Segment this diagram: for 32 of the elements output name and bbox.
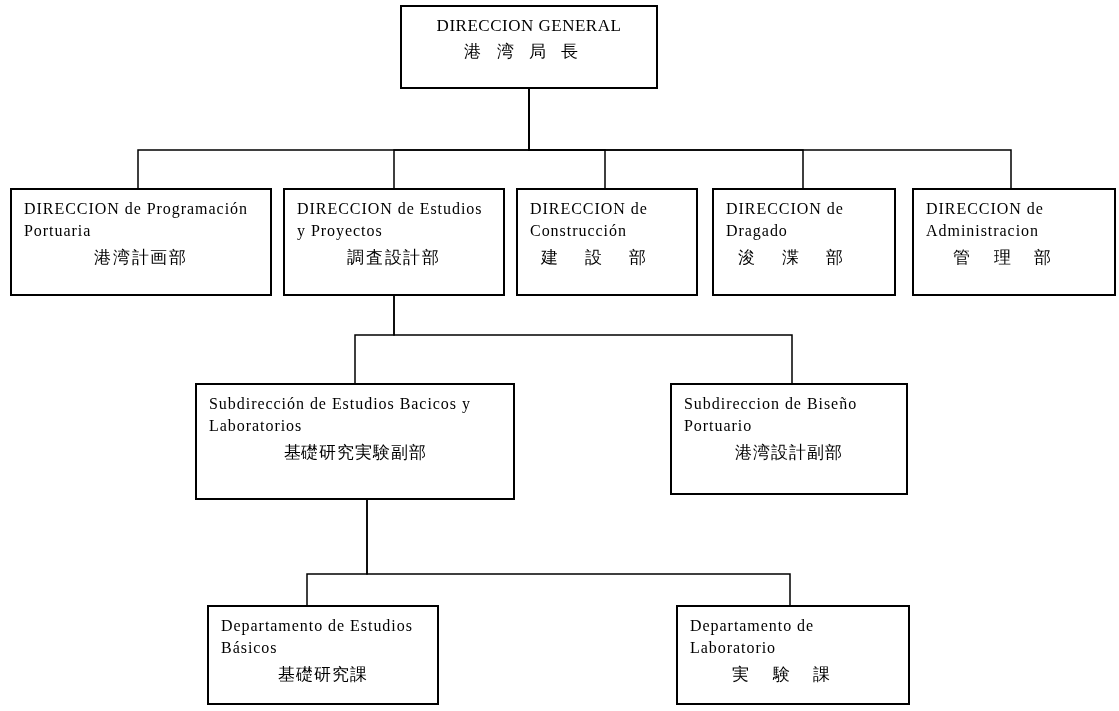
department-name: DIRECCION de Dragado: [726, 199, 845, 242]
department-name: DIRECCION de Construcción: [530, 199, 649, 242]
department-name: Departamento de Laboratorio: [690, 616, 816, 659]
department-name: DIRECCION de Administracion: [926, 199, 1045, 242]
department-name: DIRECCION GENERAL: [435, 15, 623, 37]
connector-line: [366, 499, 791, 606]
department-name: Subdireccion de Biseño Portuario: [684, 394, 859, 437]
japanese-name: 実験課: [730, 663, 856, 686]
connector-line: [393, 295, 793, 384]
org-box: [195, 383, 515, 500]
org-box: [400, 5, 658, 89]
org-box: [676, 605, 910, 705]
org-box: [670, 383, 908, 495]
japanese-name: 調査設計部: [346, 246, 442, 269]
org-box: [912, 188, 1116, 296]
japanese-name: 港湾計画部: [93, 246, 189, 269]
japanese-name: 港湾設計副部: [734, 441, 844, 464]
japanese-name: 港湾局長: [463, 41, 595, 64]
department-name: DIRECCION de Estudios y Proyectos: [297, 199, 484, 242]
japanese-name: 浚渫部: [736, 246, 872, 269]
org-box: [207, 605, 439, 705]
department-name: DIRECCION de Programación Portuaria: [24, 199, 249, 242]
org-box: [712, 188, 896, 296]
org-box: [516, 188, 698, 296]
department-name: Subdirección de Estudios Bacicos y Laboratorios: [209, 394, 472, 437]
org-box: [283, 188, 505, 296]
japanese-name: 基礎研究実験副部: [282, 441, 428, 464]
org-box: [10, 188, 272, 296]
department-name: Departamento de Estudios Básicos: [221, 616, 414, 659]
japanese-name: 管理部: [951, 246, 1077, 269]
japanese-name: 建設部: [539, 246, 675, 269]
japanese-name: 基礎研究課: [277, 663, 369, 686]
